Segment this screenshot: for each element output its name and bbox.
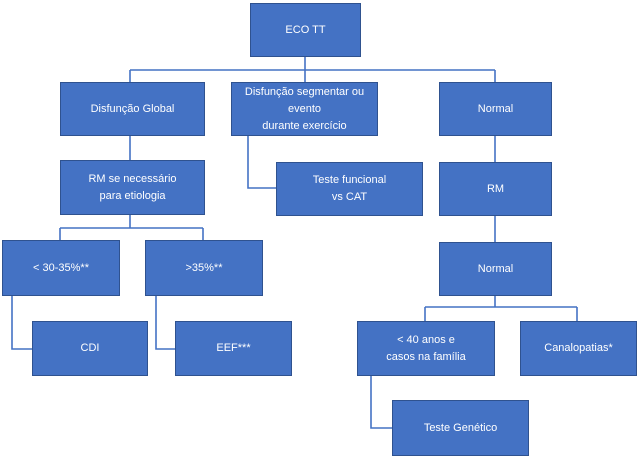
node-eco-tt: ECO TT: [250, 3, 361, 57]
node-cdi: CDI: [32, 321, 148, 376]
connector-lt40-genetico: [370, 376, 392, 429]
node-eef: EEF***: [175, 321, 292, 376]
node-normal-mid: Normal: [439, 242, 552, 296]
node-lt40: < 40 anos e casos na família: [357, 321, 495, 376]
connector-segmentar-teste: [247, 136, 276, 189]
node-lt35: < 30-35%**: [2, 240, 120, 296]
node-normal-top: Normal: [439, 82, 552, 136]
node-teste-funcional: Teste funcional vs CAT: [276, 162, 423, 216]
node-disfuncao-segmentar: Disfunção segmentar ou evento durante ex…: [231, 82, 378, 136]
node-canalopatias: Canalopatias*: [520, 321, 637, 376]
node-gt35: >35%**: [145, 240, 263, 296]
node-rm-etiologia: RM se necessário para etiologia: [60, 160, 205, 215]
node-disfuncao-global: Disfunção Global: [60, 82, 205, 136]
connector-lt35-cdi: [11, 296, 32, 350]
node-rm: RM: [439, 162, 552, 216]
node-teste-genetico: Teste Genético: [392, 400, 529, 456]
connector-gt35-eef: [155, 296, 175, 350]
